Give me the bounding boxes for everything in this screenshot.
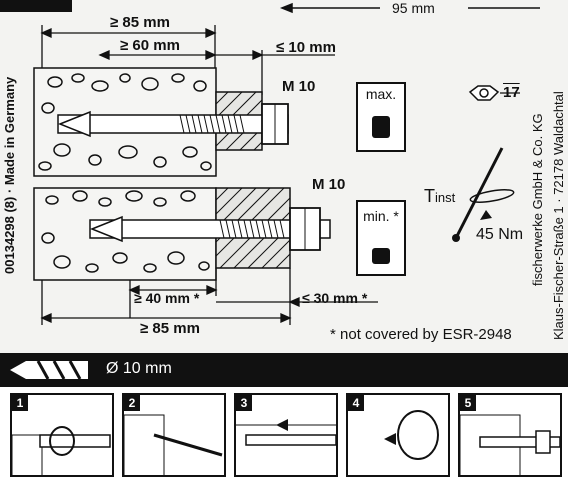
torque-symbol: T (424, 186, 435, 206)
dim-embed-max: ≥ 85 mm (110, 14, 170, 31)
step-number: 5 (460, 395, 476, 411)
dim-embed-85-bottom: ≥ 85 mm (140, 320, 200, 337)
torque-label: Tinst (424, 186, 455, 207)
weight-icon-small (372, 248, 390, 264)
dim-fixture-max: ≤ 10 mm (276, 39, 336, 56)
install-step-2: 2 (122, 393, 226, 477)
technical-drawing (33, 2, 540, 325)
dim-embed-40: ≥ 40 mm * (134, 290, 200, 306)
install-steps: 1 2 3 4 5 (0, 387, 568, 477)
dim-fixture-30: ≤ 30 mm * (302, 290, 368, 306)
company-name-text: fischerwerke GmbH & Co. KG (530, 113, 545, 286)
dim-top-length: 95 mm (392, 0, 435, 16)
step-number: 2 (124, 395, 140, 411)
install-step-1: 1 (10, 393, 114, 477)
instruction-sheet: 95 mm ≥ 85 mm ≥ 60 mm ≤ 10 mm ≥ 40 mm * … (0, 0, 566, 343)
step-number: 4 (348, 395, 364, 411)
blow-out-illustration (124, 414, 223, 475)
max-label: max. (365, 86, 397, 102)
torque-subscript: inst (435, 190, 456, 205)
dim-embed-min-top: ≥ 60 mm (120, 37, 180, 54)
step-number: 1 (12, 395, 28, 411)
torque-value: 45 Nm (476, 226, 524, 243)
install-step-5: 5 (458, 393, 562, 477)
min-label: min. * (363, 208, 399, 224)
drill-illustration (12, 426, 111, 475)
company-address-text: Klaus-Fischer-Straße 1 · 72178 Waldachta… (551, 91, 566, 340)
tighten-illustration (460, 414, 560, 475)
install-step-4: 4 (346, 393, 450, 477)
hammer-illustration (384, 410, 439, 460)
wrench-size: 17 (503, 84, 520, 101)
anchor-icon (10, 360, 88, 380)
install-step-3: 3 (234, 393, 338, 477)
weight-icon (372, 116, 390, 138)
diameter-label: Ø 10 mm (106, 360, 172, 377)
thread-label-top: M 10 (282, 78, 316, 95)
step-number: 3 (236, 395, 252, 411)
header-corner-mark (0, 0, 72, 12)
min-load-box: min. * (356, 200, 406, 276)
footnote: * not covered by ESR-2948 (330, 326, 512, 343)
insert-illustration (236, 419, 336, 446)
product-code-text: 00134298 (8) · Made in Germany (2, 76, 17, 274)
install-header-band: Ø 10 mm (0, 353, 568, 387)
max-load-box: max. (356, 82, 406, 152)
thread-label-bottom: M 10 (312, 176, 346, 193)
